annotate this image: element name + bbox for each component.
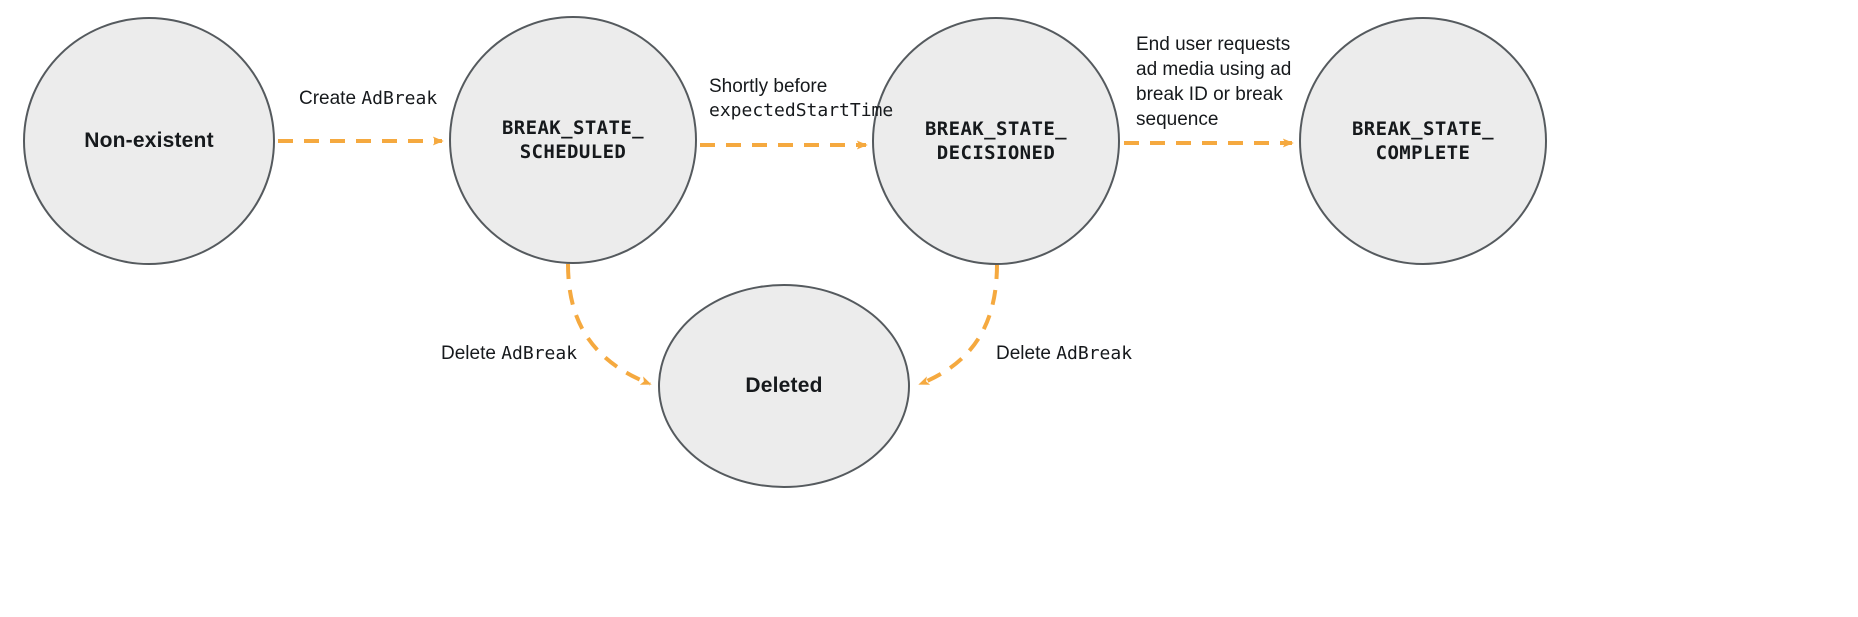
- edge-scheduled-to-deleted: [566, 263, 652, 386]
- state-node-label-line2: COMPLETE: [1375, 142, 1471, 164]
- state-node-label-group: BREAK_STATE_ COMPLETE: [1352, 117, 1494, 166]
- state-node-label-line1: BREAK_STATE_: [1351, 117, 1495, 140]
- state-node-label-group: BREAK_STATE_ DECISIONED: [925, 117, 1067, 166]
- state-node-label-line2: DECISIONED: [936, 142, 1056, 164]
- state-node-break-state-decisioned[interactable]: BREAK_STATE_ DECISIONED: [872, 17, 1120, 265]
- state-node-label-line1: BREAK_STATE_: [924, 117, 1068, 140]
- state-node-non-existent[interactable]: Non-existent: [23, 17, 275, 265]
- state-node-label-line1: BREAK_STATE_: [501, 116, 645, 139]
- state-node-label: Non-existent: [84, 128, 214, 152]
- state-node-label-group: BREAK_STATE_ SCHEDULED: [502, 116, 644, 165]
- state-node-break-state-complete[interactable]: BREAK_STATE_ COMPLETE: [1299, 17, 1547, 265]
- edge-decisioned-to-deleted: [918, 263, 999, 386]
- state-node-break-state-scheduled[interactable]: BREAK_STATE_ SCHEDULED: [449, 16, 697, 264]
- state-node-label: Deleted: [745, 373, 823, 397]
- state-node-deleted[interactable]: Deleted: [658, 284, 910, 488]
- state-node-label-line2: SCHEDULED: [519, 141, 627, 163]
